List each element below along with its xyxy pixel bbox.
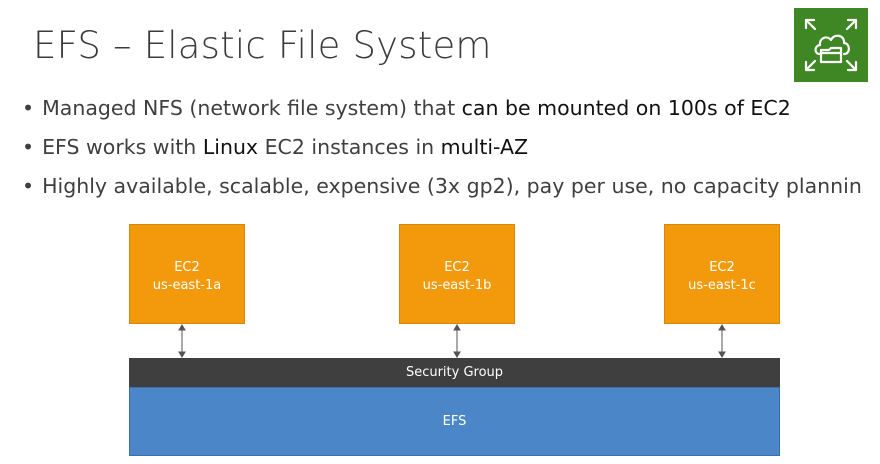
double-arrow-connector	[718, 324, 726, 358]
bullet-dot: •	[22, 96, 35, 120]
efs-storage-bar: EFS	[129, 387, 780, 456]
double-arrow-connector	[453, 324, 461, 358]
bullet-text: EC2 instances in	[258, 135, 441, 159]
availability-zone-label: us-east-1b	[422, 278, 492, 293]
bullet-text: Highly available, scalable, expensive (3…	[42, 174, 862, 198]
bullet-item: • EFS works with Linux EC2 instances in m…	[22, 131, 880, 170]
bullet-item: • Highly available, scalable, expensive (…	[22, 170, 880, 209]
security-group-bar: Security Group	[129, 358, 780, 387]
availability-zone-label: us-east-1c	[688, 278, 756, 293]
slide-title: EFS – Elastic File System	[33, 24, 492, 67]
efs-cloud-folder-icon	[804, 18, 858, 72]
efs-logo	[794, 8, 868, 82]
bullet-emphasis: Linux	[202, 135, 259, 159]
bullet-emphasis: multi-AZ	[440, 135, 529, 159]
ec2-instance-box: EC2 us-east-1a	[129, 224, 245, 324]
bullet-item: •Managed NFS (network file system) that …	[22, 92, 880, 131]
bullet-text: EFS works with	[42, 135, 203, 159]
ec2-instance-box: EC2 us-east-1b	[399, 224, 515, 324]
availability-zone-label: us-east-1a	[152, 278, 222, 293]
double-arrow-connector	[178, 324, 186, 358]
bullet-list: •Managed NFS (network file system) that …	[22, 92, 880, 209]
bullet-dot: •	[22, 174, 35, 198]
ec2-label: EC2	[444, 260, 470, 275]
ec2-instance-box: EC2 us-east-1c	[664, 224, 780, 324]
bullet-dot: •	[22, 135, 35, 159]
bullet-text: Managed NFS (network file system) that	[42, 96, 462, 120]
bullet-emphasis: can be mounted on 100s of EC2	[461, 96, 791, 120]
ec2-label: EC2	[174, 260, 200, 275]
ec2-label: EC2	[709, 260, 735, 275]
